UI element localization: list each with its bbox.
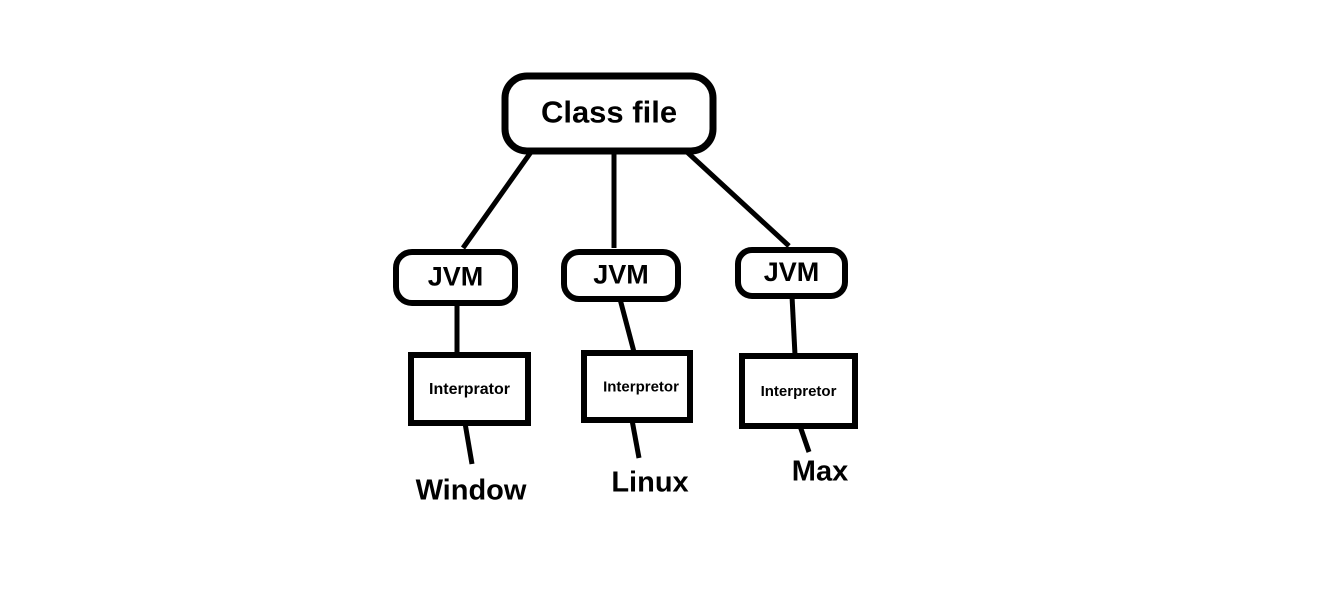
jvm-node-3[interactable] [735,247,848,299]
interpreter-node-3[interactable] [739,353,858,429]
jvm-label-1: JVM [428,262,484,292]
interpreter-label-2: Interpretor [603,378,679,395]
edge-jvm-to-interpreter-3 [789,295,798,356]
platform-label-max: Max [792,456,848,488]
edge-classfile-to-jvm-1 [460,150,534,250]
jvm-node-2[interactable] [561,249,681,302]
jvm-label-2: JVM [593,260,649,290]
interpreter-node-2[interactable] [581,350,693,423]
edge-interpreter-to-platform-3 [797,425,812,453]
class-file-label: Class file [541,95,677,130]
jvm-node-1[interactable] [393,249,518,306]
class-file-node[interactable] [501,72,717,155]
edge-interpreter-to-platform-2 [629,419,642,459]
platform-label-linux: Linux [611,467,688,499]
edge-interpreter-to-platform-1 [462,422,475,465]
interpreter-node-1[interactable] [408,352,531,426]
jvm-label-3: JVM [764,257,820,287]
edge-jvm-to-interpreter-2 [617,298,637,353]
interpreter-label-1: Interprator [429,381,510,398]
platform-label-window: Window [416,475,527,507]
interpreter-label-3: Interpretor [761,383,837,400]
edge-classfile-to-jvm-3 [685,150,791,248]
